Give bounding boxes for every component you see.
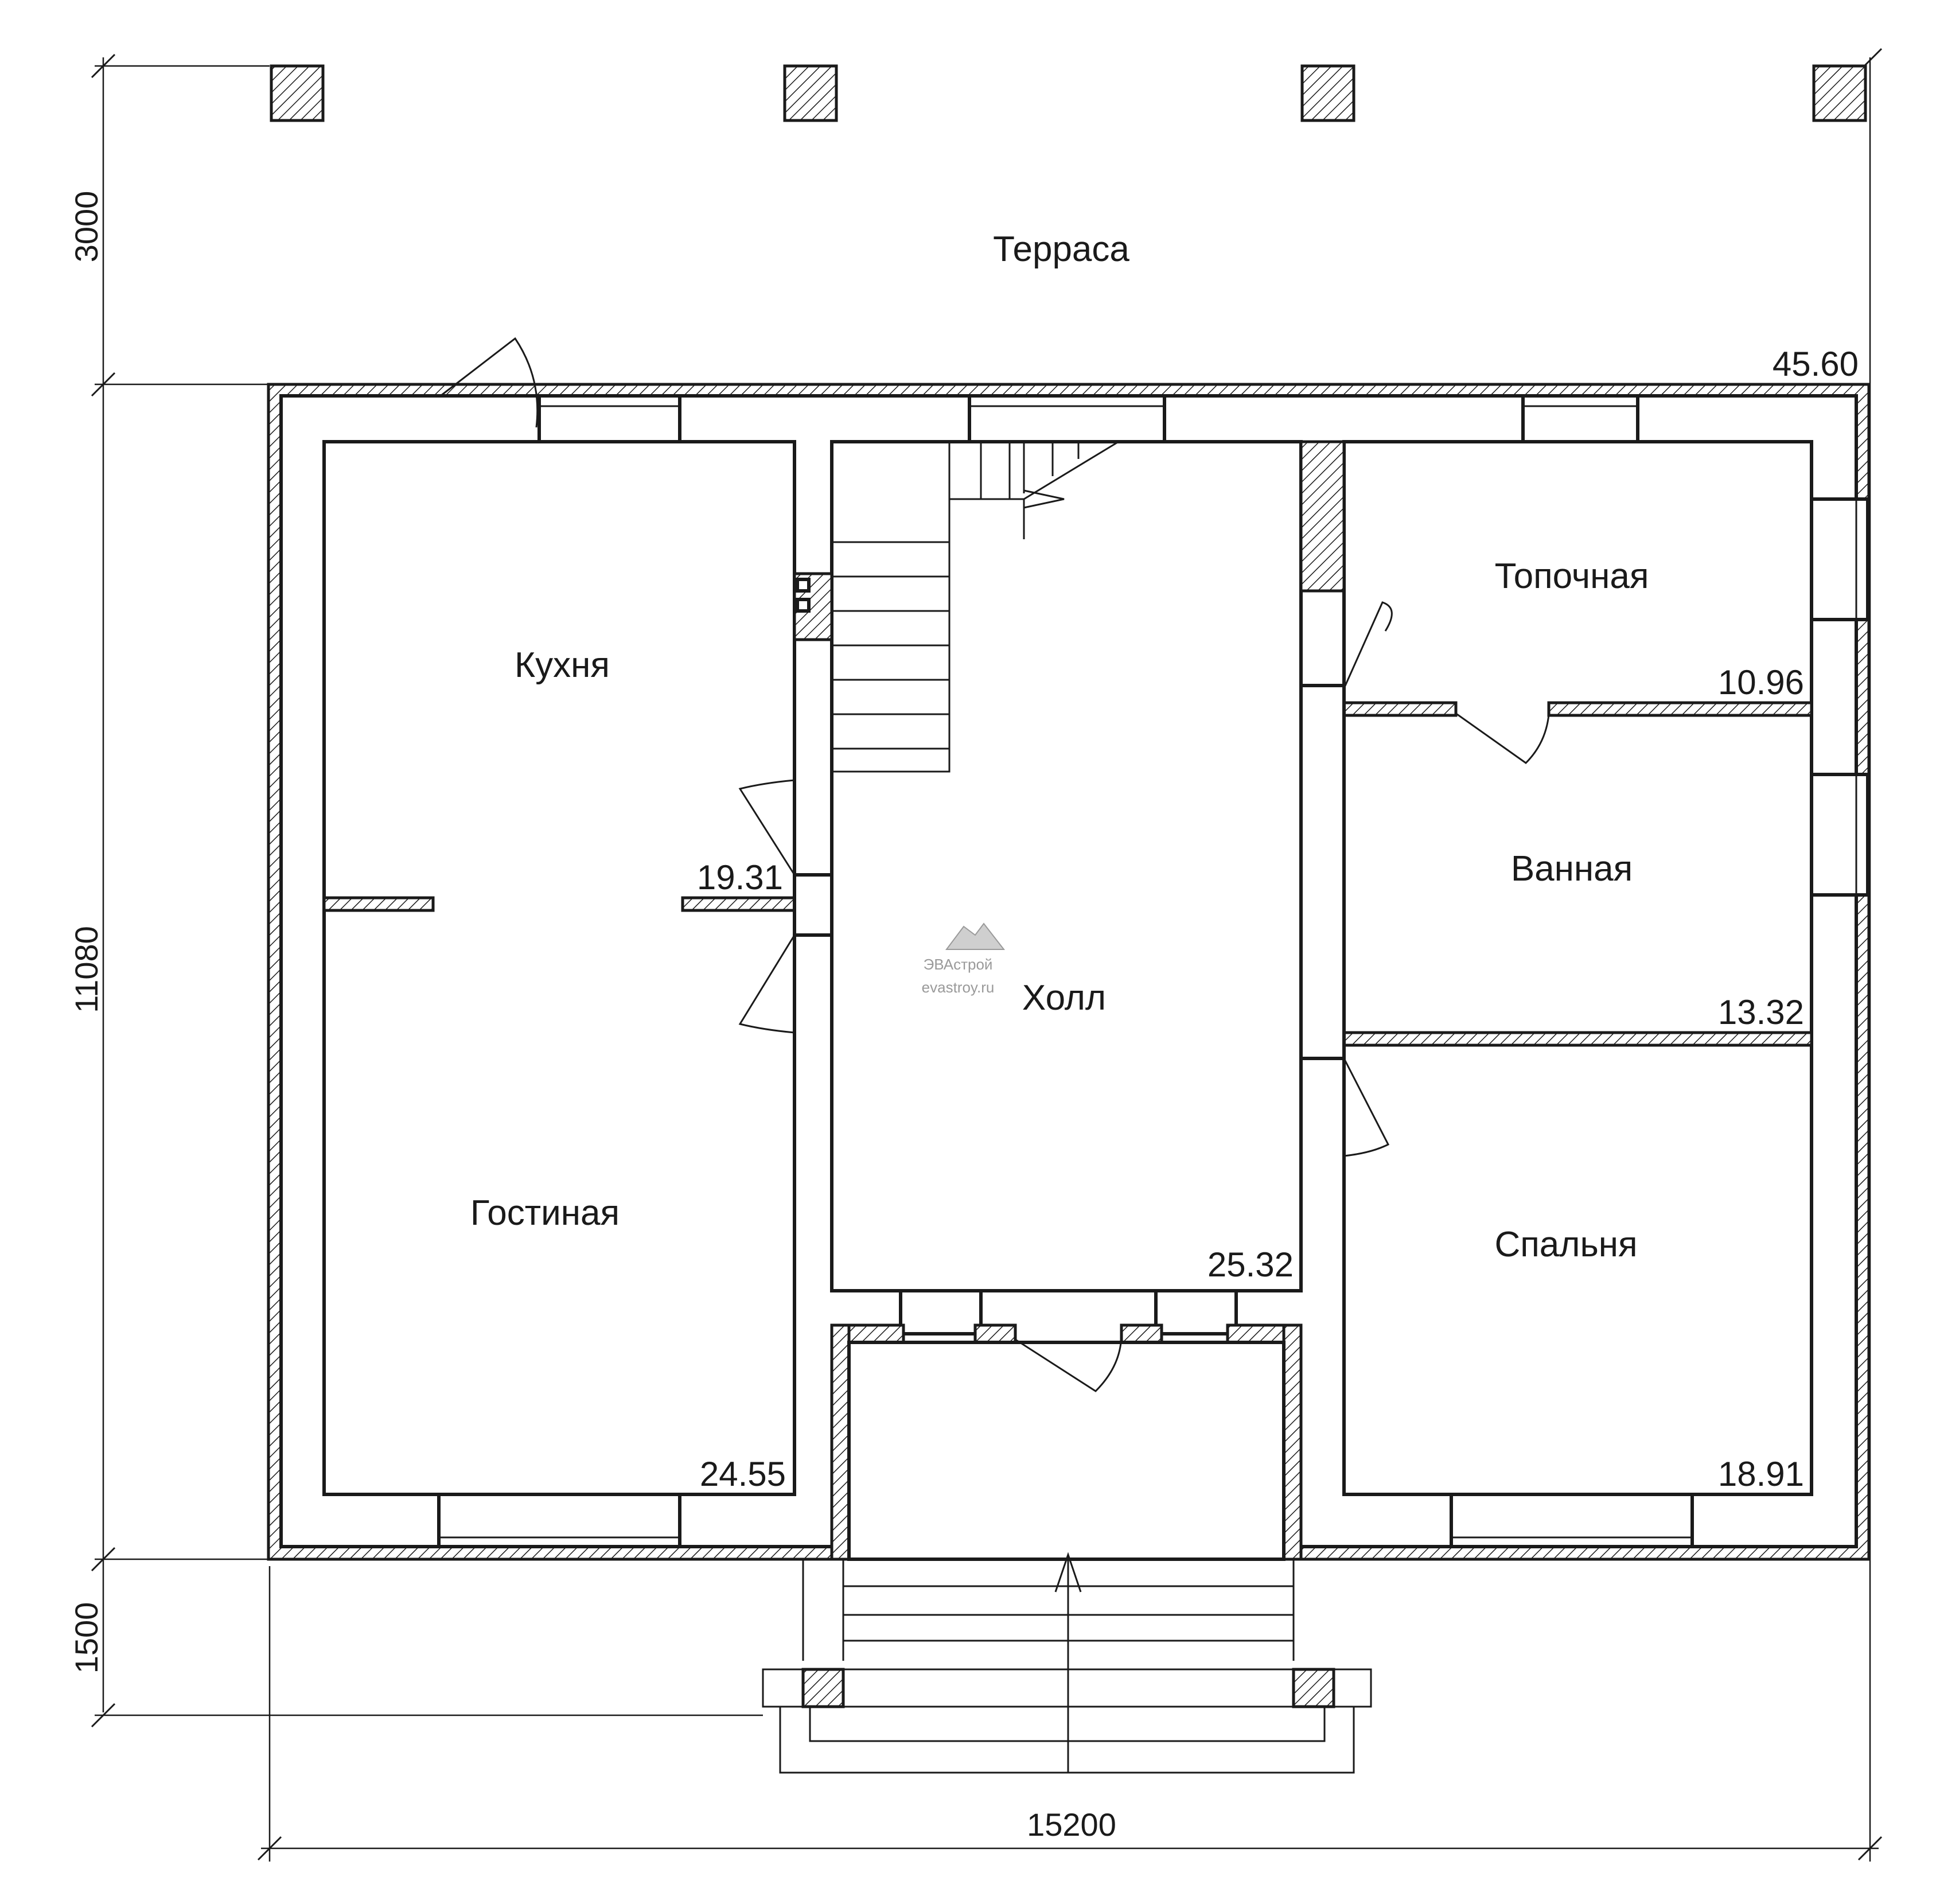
outer-walls: [267, 383, 1871, 1561]
room-label-kitchen: Кухня: [515, 645, 610, 685]
dim-total-width: 15200: [1027, 1806, 1116, 1843]
vestibule-walls: [830, 1323, 1303, 1561]
room-label-terrace: Терраса: [993, 229, 1129, 269]
dim-terrace-depth: 3000: [68, 191, 104, 263]
watermark-brand: ЭВАстрой: [924, 956, 993, 973]
room-label-bedroom: Спальня: [1494, 1225, 1637, 1264]
area-bedroom: 18.91: [1718, 1455, 1804, 1493]
area-hall: 25.32: [1207, 1245, 1294, 1284]
room-label-boiler: Топочная: [1495, 556, 1649, 596]
porch: [762, 489, 1372, 1774]
room-label-living: Гостиная: [470, 1193, 620, 1233]
room-label-bathroom: Ванная: [1511, 849, 1633, 889]
dim-house-depth: 11080: [68, 926, 104, 1013]
windows: [437, 394, 1869, 1548]
doors: [440, 337, 1550, 1392]
area-living: 24.55: [700, 1455, 786, 1493]
room-label-hall: Холл: [1022, 978, 1106, 1018]
watermark-logo: [945, 922, 1006, 950]
terrace-columns: [270, 64, 1867, 122]
area-kitchen: 19.31: [697, 858, 783, 897]
area-bathroom: 13.32: [1718, 993, 1804, 1031]
watermark-site: evastroy.ru: [922, 979, 995, 996]
dimension-lines: [91, 48, 1883, 1862]
area-boiler: 10.96: [1718, 663, 1804, 702]
area-total: 45.60: [1773, 345, 1859, 383]
staircase: [832, 441, 1119, 773]
interior-partitions: [322, 440, 1813, 1060]
dim-porch-depth: 1500: [68, 1602, 104, 1674]
